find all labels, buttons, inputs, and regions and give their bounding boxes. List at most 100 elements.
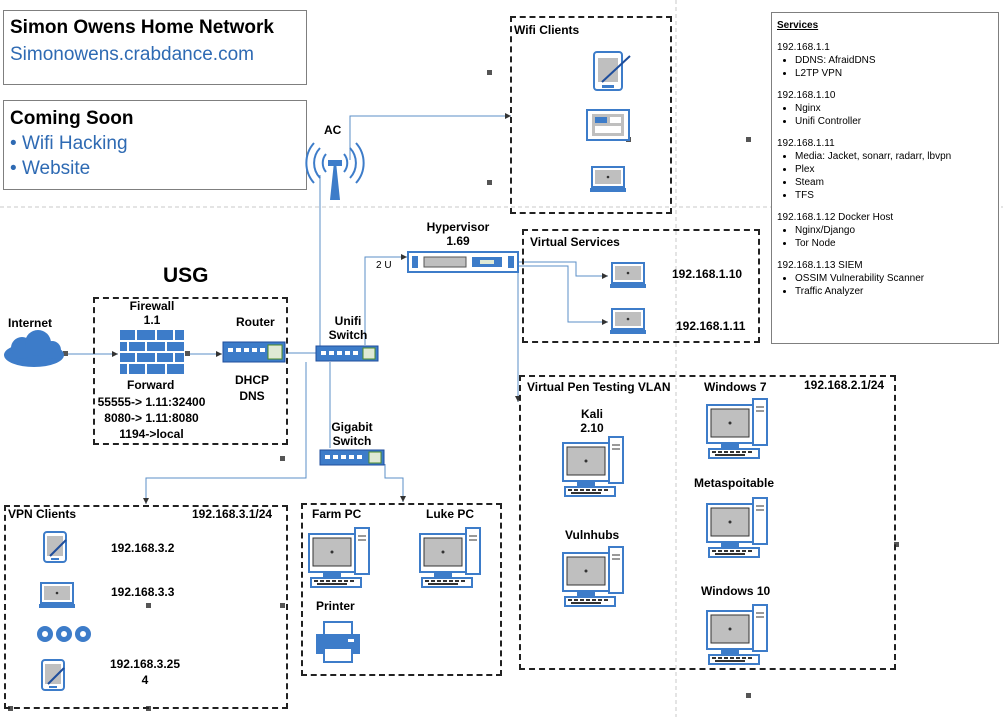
- forward-rule: 55555-> 1.11:32400: [97, 395, 206, 409]
- kali-ip: 2.10: [580, 421, 604, 435]
- vpn-ip-3-line: 192.168.3.25: [109, 657, 181, 671]
- link-switch-vpn: [145, 362, 307, 504]
- kali-name: Kali: [580, 407, 603, 421]
- printer-label: Printer: [316, 599, 355, 613]
- link-hyp-vm1: [518, 261, 608, 277]
- wifi-laptop-icon: [589, 166, 627, 193]
- coming-soon-item-label: Website: [21, 158, 91, 179]
- pen-testing-vlan-group: [519, 375, 896, 670]
- vm-laptop-icon: [609, 262, 647, 289]
- gigabit-line: Gigabit: [331, 420, 373, 434]
- windows10-pc-icon: [706, 604, 768, 665]
- service-item: OSSIM Vulnerability Scanner: [795, 272, 997, 285]
- network-title: Simon Owens Home Network: [10, 17, 274, 38]
- forward-rule: 8080-> 1.11:8080: [104, 411, 199, 425]
- service-item: DDNS: AfraidDNS: [795, 54, 997, 67]
- wifi-clients-label: Wifi Clients: [514, 23, 580, 37]
- vpn-clients-label: VPN Clients: [8, 507, 77, 521]
- ac-label: AC: [324, 123, 342, 137]
- hypervisor-ip: 1.69: [446, 234, 470, 248]
- service-item: TFS: [795, 189, 997, 202]
- link-hyp-vm2: [518, 265, 608, 323]
- vpn-clients-group: [4, 505, 288, 709]
- forward-rule: 1194->local: [119, 427, 184, 441]
- title-box: Simon Owens Home Network Simonowens.crab…: [3, 10, 307, 85]
- services-box: Services 192.168.1.1 DDNS: AfraidDNSL2TP…: [771, 12, 999, 344]
- firewall-icon: [120, 330, 184, 374]
- service-item: Traffic Analyzer: [795, 285, 997, 298]
- link-switch-hypervisor: [364, 256, 407, 345]
- vpn-ip-3-line: 4: [141, 673, 149, 687]
- printer-icon: [316, 621, 360, 663]
- service-ip: 192.168.1.1: [777, 42, 830, 53]
- unifi-switch-line: Unifi: [334, 314, 362, 328]
- vpn-ip-1: 192.168.3.2: [111, 541, 175, 555]
- service-item: Nginx/Django: [795, 224, 997, 237]
- access-point-icon: [305, 142, 365, 200]
- luke-pc-label: Luke PC: [426, 507, 475, 521]
- usg-title: USG: [163, 264, 209, 287]
- farm-pc-icon: [308, 527, 370, 588]
- virtual-services-label: Virtual Services: [530, 235, 620, 249]
- link-ac-wifi: [349, 115, 511, 160]
- gigabit-switch-icon: [319, 449, 385, 466]
- network-url: Simonowens.crabdance.com: [10, 44, 254, 65]
- vm-laptop-icon: [609, 308, 647, 335]
- vpn-tablet-icon: [43, 531, 67, 563]
- virtual-services-group: [522, 229, 760, 343]
- coming-soon-item-label: Wifi Hacking: [21, 133, 128, 154]
- vpn-group-icon: [37, 626, 91, 642]
- internet-label: Internet: [8, 316, 53, 330]
- dhcp-dns-label: DHCP DNS: [226, 372, 278, 404]
- forward-rules: 55555-> 1.11:32400 8080-> 1.11:8080 1194->…: [84, 394, 219, 442]
- vulnhubs-pc-icon: [562, 546, 624, 607]
- vpn-ip-3: 192.168.3.25 4: [102, 656, 188, 688]
- firewall-name: Firewall: [129, 299, 175, 313]
- windows7-pc-icon: [706, 398, 768, 459]
- service-item: Steam: [795, 176, 997, 189]
- vpn-laptop-icon: [38, 582, 76, 609]
- router-icon: [222, 341, 286, 363]
- unifi-switch-line: Switch: [328, 328, 368, 342]
- luke-pc-icon: [419, 527, 481, 588]
- vulnhubs-label: Vulnhubs: [565, 528, 620, 542]
- service-ip: 192.168.1.11: [777, 138, 835, 149]
- service-item: Media: Jacket, sonarr, radarr, lbvpn: [795, 150, 997, 163]
- dhcp-text: DHCP: [234, 373, 269, 387]
- forward-label: Forward: [127, 378, 175, 392]
- coming-soon-item: • Wifi Hacking: [10, 133, 128, 154]
- metasploitable-label: Metaspoitable: [694, 476, 775, 490]
- service-ip: 192.168.1.12 Docker Host: [777, 212, 894, 223]
- service-item: Unifi Controller: [795, 115, 997, 128]
- windows10-label: Windows 10: [701, 584, 771, 598]
- vs-ip-2: 192.168.1.11: [676, 319, 746, 333]
- services-heading: Services: [777, 20, 819, 31]
- vpn-tablet-icon: [41, 659, 65, 691]
- farm-pc-label: Farm PC: [312, 507, 362, 521]
- two-u-label: 2 U: [376, 260, 392, 271]
- dns-text: DNS: [239, 389, 265, 403]
- firewall-ip: 1.1: [143, 313, 161, 327]
- service-item: L2TP VPN: [795, 67, 997, 80]
- vs-ip-1: 192.168.1.10: [672, 267, 743, 281]
- service-item: Nginx: [795, 102, 997, 115]
- hypervisor-server-icon: [407, 251, 519, 273]
- gigabit-line: Switch: [332, 434, 372, 448]
- service-item: Plex: [795, 163, 997, 176]
- metasploitable-pc-icon: [706, 497, 768, 558]
- unifi-switch-icon: [315, 345, 379, 362]
- wifi-clients-group: [510, 16, 672, 214]
- windows7-label: Windows 7: [704, 380, 767, 394]
- router-label: Router: [236, 315, 275, 329]
- coming-soon-title: Coming Soon: [10, 108, 134, 129]
- usg-group: [93, 297, 288, 445]
- pen-vlan-label: Virtual Pen Testing VLAN: [527, 380, 671, 394]
- coming-soon-box: Coming Soon • Wifi Hacking • Website: [3, 100, 307, 190]
- wifi-tablet-icon: [593, 51, 631, 91]
- services-list: Services 192.168.1.1 DDNS: AfraidDNSL2TP…: [777, 19, 997, 298]
